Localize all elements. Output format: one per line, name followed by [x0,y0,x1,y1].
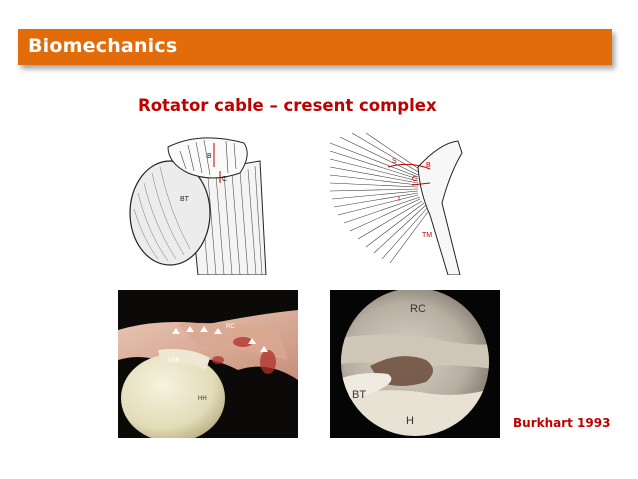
label-b-right: B [426,162,431,169]
label-bt: BT [180,196,190,203]
arthroscopic-photo: RC BT H [330,290,500,438]
specimen-photo: RC LHB HH [118,290,298,438]
label-b: B [207,153,212,160]
shoulder-drawing-left: B C BT [129,137,267,275]
label-rc-specimen: RC [226,324,235,330]
citation: Burkhart 1993 [513,416,611,430]
slide-title: Biomechanics [28,35,178,57]
label-bt-scope: BT [352,389,366,401]
label-lhb: LHB [168,358,180,364]
label-i: I [398,196,400,203]
shoulder-drawing-right: S B C I TM [330,133,463,275]
label-h: H [406,415,414,427]
label-hh: HH [198,396,207,402]
header-bar: Biomechanics [18,29,612,65]
label-rc-scope: RC [410,303,426,315]
label-s: S [392,158,397,165]
label-tm: TM [422,232,432,239]
label-c: C [222,176,227,183]
label-c-right: C [412,176,417,183]
slide-subtitle: Rotator cable – cresent complex [138,96,437,115]
